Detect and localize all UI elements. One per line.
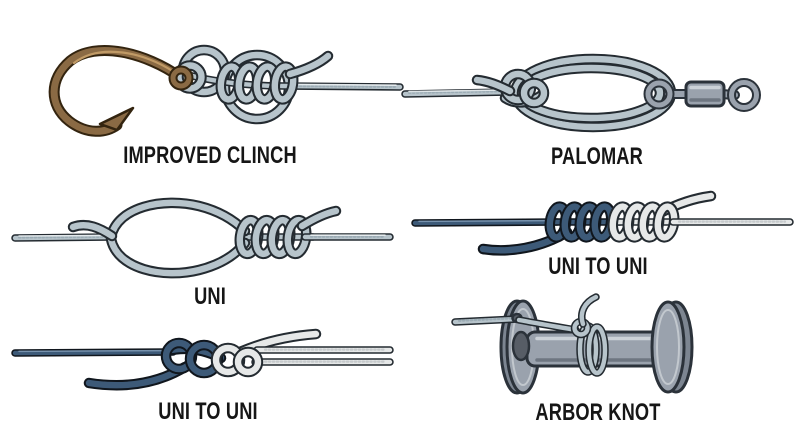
- uni-to-uni-rope: [411, 190, 794, 256]
- arbor-knot-rope: [451, 315, 521, 326]
- panel-uni: UNI: [11, 185, 394, 310]
- palomar-knot-rope: [401, 53, 677, 133]
- fishing-hook-icon: [48, 44, 186, 137]
- barrel-swivel-icon: [643, 78, 761, 112]
- uni-knot-rope: [11, 197, 394, 279]
- uni-to-uni-illustration: [411, 190, 794, 256]
- spool-right-flange: [650, 300, 694, 394]
- uni-knot-illustration: [11, 197, 394, 279]
- panel-uni-to-uni-loose: UNI TO UNI: [11, 315, 394, 430]
- knot-label: UNI TO UNI: [158, 398, 258, 425]
- knot-label: UNI: [194, 283, 226, 310]
- arbor-knot-illustration: [451, 293, 694, 395]
- improved-clinch-illustration: [48, 44, 404, 137]
- uni-to-uni-loose-illustration: [11, 328, 394, 391]
- knot-label: ARBOR KNOT: [535, 399, 661, 426]
- palomar-illustration: [401, 53, 761, 133]
- knot-label: IMPROVED CLINCH: [123, 142, 297, 169]
- knot-label: UNI TO UNI: [548, 253, 648, 280]
- panel-improved-clinch: IMPROVED CLINCH: [40, 25, 404, 175]
- uni-to-uni-loose-rope: [11, 328, 394, 391]
- arbor-knot-wraps: [515, 293, 609, 377]
- panel-arbor-knot: ARBOR KNOT: [451, 290, 745, 430]
- panel-uni-to-uni-tight: UNI TO UNI: [411, 185, 794, 295]
- knot-label: PALOMAR: [551, 143, 643, 170]
- clinch-knot-rope: [168, 44, 404, 125]
- panel-palomar: PALOMAR: [401, 30, 790, 175]
